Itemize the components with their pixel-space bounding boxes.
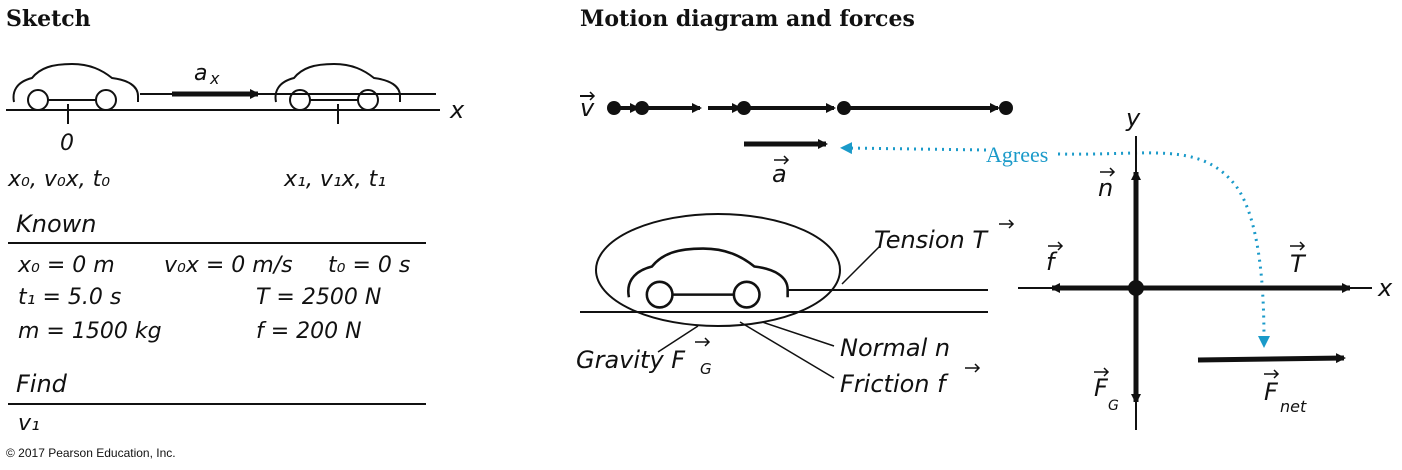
tension-label: Tension T [874,226,989,254]
agrees-label: Agrees [986,142,1048,167]
car-system [627,247,789,309]
accel-label: a [772,160,787,188]
velocity-label: v [580,94,595,122]
motion-diagram: v a Agrees [580,91,1270,348]
fg-sub: G [1108,398,1119,414]
motion-diagram-title: Motion diagram and forces [580,6,915,32]
accel-vector-hat [774,155,790,165]
car-final [274,63,401,111]
system-boundary [595,213,841,327]
velocity-vector-hat-tip [589,91,596,101]
known-heading: Known [16,210,96,238]
car-initial [12,63,139,111]
known-friction: f = 200 N [256,319,362,344]
normal-label: Normal n [840,334,950,362]
fbd-vector-hats [695,167,1306,379]
accel-sub-sketch: x [209,69,220,88]
car-force-sketch: Tension T Normal n Friction f Gravity F … [576,213,989,398]
position0-label: x₀, v₀x, t₀ [7,167,110,192]
motion-dot-1 [607,101,621,115]
n-label: n [1098,174,1113,202]
known-t0: t₀ = 0 s [328,253,410,278]
accel-label-sketch: a [194,61,207,86]
net-force-arrow [1197,353,1346,364]
known-tension: T = 2500 N [256,285,381,310]
free-body-diagram: y x n f T F G F net [695,104,1393,430]
known-x0: x₀ = 0 m [17,253,115,278]
sketch-panel: x a x 0 x₀, v₀x, t₀ x₁, v₁x, t₁ Known x₀… [6,61,465,436]
sketch-axis-label: x [449,96,465,124]
friction-leader [739,321,835,379]
motion-dot-3 [737,101,751,115]
find-item: v₁ [18,411,40,436]
known-v0x: v₀x = 0 m/s [164,253,293,278]
particle-dot [1128,280,1144,296]
motion-dot-5 [999,101,1013,115]
fg-label: F [1094,374,1109,402]
copyright-notice: © 2017 Pearson Education, Inc. [6,446,176,460]
fnet-label: F [1264,378,1279,406]
gravity-label: Gravity F [576,346,686,374]
known-mass: m = 1500 kg [18,319,162,344]
y-axis-label: y [1125,104,1141,132]
position1-label: x₁, v₁x, t₁ [283,167,386,192]
x-axis-label: x [1377,274,1393,302]
motion-dot-4 [837,101,851,115]
friction-label: Friction f [840,370,949,398]
t-label: T [1290,250,1307,278]
agrees-connector-left [840,142,987,155]
fnet-sub: net [1280,397,1307,416]
motion-dot-2 [635,101,649,115]
gravity-leader [657,325,699,353]
tension-leader [841,245,881,285]
f-label: f [1046,248,1058,276]
known-t1: t₁ = 5.0 s [18,285,121,310]
gravity-sub: G [700,360,712,378]
sketch-title: Sketch [6,6,91,32]
origin-label: 0 [60,131,74,156]
find-heading: Find [16,370,68,398]
agrees-connector-right [1057,151,1270,348]
normal-leader [761,321,835,347]
